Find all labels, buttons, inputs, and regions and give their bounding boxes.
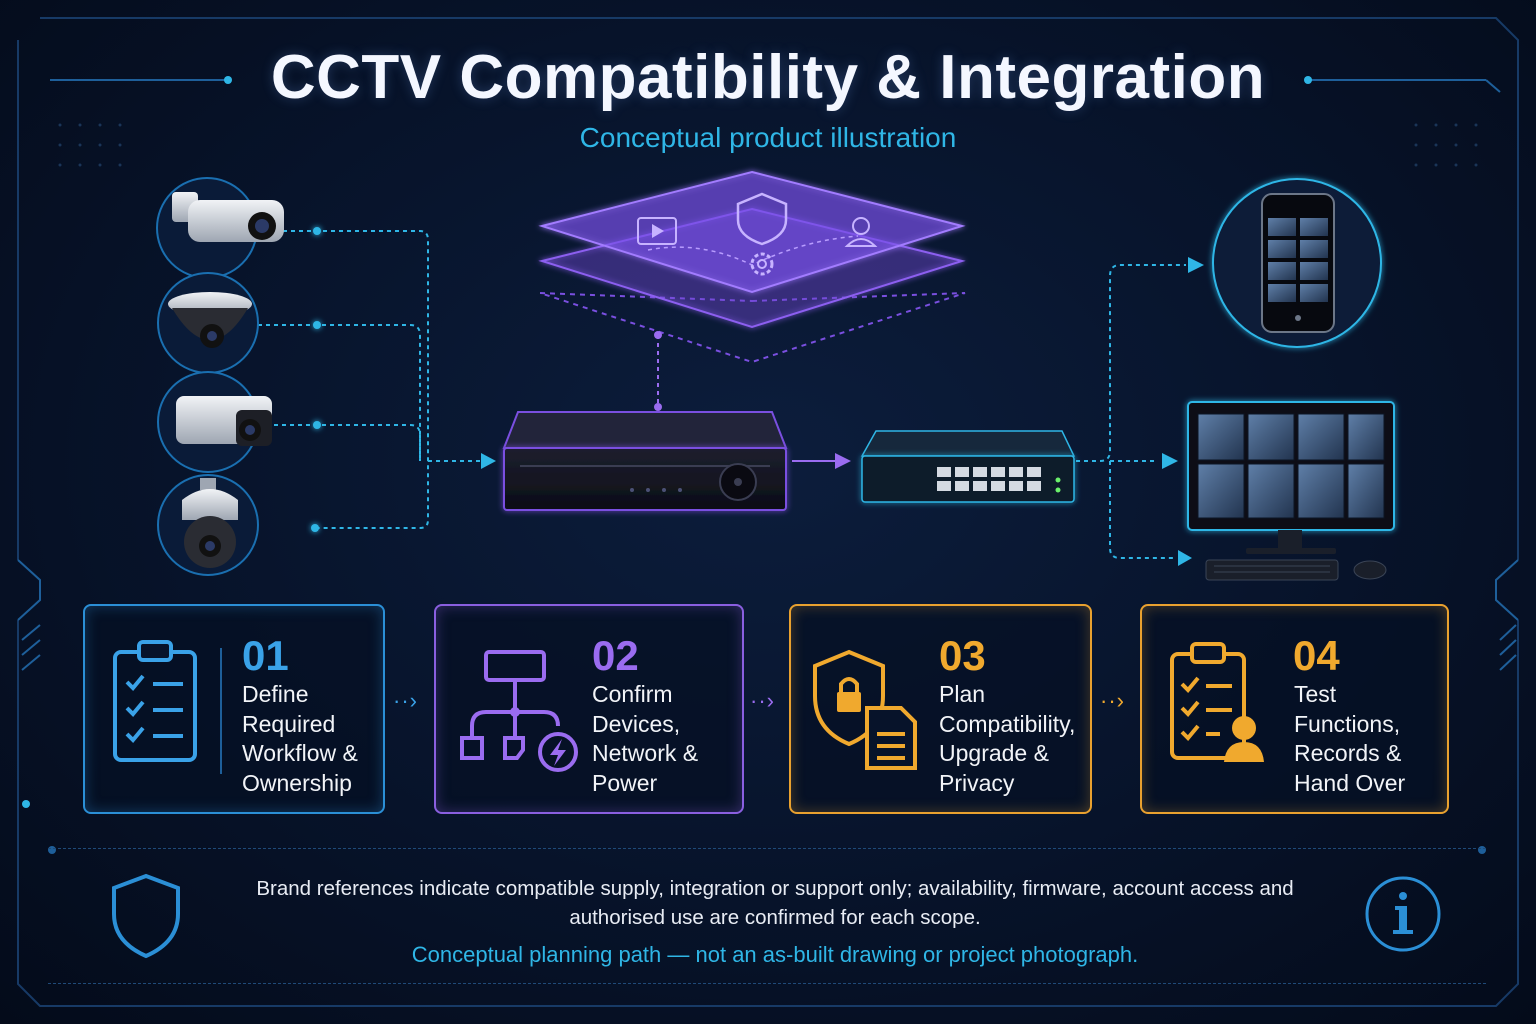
shield-icon bbox=[112, 873, 180, 959]
camera-bullet-icon bbox=[156, 177, 284, 279]
step-label: Define Required Workflow & Ownership bbox=[242, 681, 358, 796]
arrow-to-workstation bbox=[1178, 550, 1192, 566]
step-number: 01 bbox=[242, 632, 289, 679]
software-platform bbox=[538, 170, 966, 364]
video-icon bbox=[637, 217, 677, 245]
step-card-1: 01 Define Required Workflow & Ownership bbox=[83, 604, 385, 814]
page-subtitle: Conceptual product illustration bbox=[579, 122, 957, 153]
shield-lock-document-icon bbox=[813, 649, 917, 770]
page-title: CCTV Compatibility & Integration bbox=[270, 43, 1266, 112]
step-label: Plan Compatibility, Upgrade & Privacy bbox=[939, 681, 1076, 796]
step-number: 03 bbox=[939, 632, 986, 679]
info-icon bbox=[1365, 876, 1441, 952]
arrow-to-nvr bbox=[481, 453, 496, 469]
camera-dome-icon bbox=[157, 272, 259, 374]
step-label: Test Functions, Records & Hand Over bbox=[1294, 681, 1406, 796]
nvr-recorder-icon bbox=[502, 411, 788, 511]
step-card-2: 02 Confirm Devices, Network & Power bbox=[434, 604, 744, 814]
camera-links bbox=[258, 230, 480, 529]
monitor-workstation-icon bbox=[1187, 401, 1395, 581]
disclaimer-text: Conceptual planning path — not an as-bui… bbox=[411, 942, 1139, 967]
step-label: Confirm Devices, Network & Power bbox=[592, 681, 699, 796]
network-switch-icon bbox=[860, 430, 1076, 503]
mobile-app-icon bbox=[1212, 178, 1382, 348]
shield-icon bbox=[736, 192, 788, 246]
step-number: 04 bbox=[1293, 632, 1340, 679]
clipboard-checklist-icon bbox=[113, 640, 197, 762]
network-power-icon bbox=[460, 650, 578, 772]
camera-box-icon bbox=[157, 371, 272, 473]
user-icon bbox=[844, 217, 878, 247]
brand-note: Brand references indicate compatible sup… bbox=[256, 877, 1294, 929]
step-connector-1-icon: ··› bbox=[393, 688, 418, 713]
arrow-to-monitor bbox=[1162, 453, 1178, 469]
step-card-3: 03 Plan Compatibility, Upgrade & Privacy bbox=[789, 604, 1092, 814]
arrow-to-mobile bbox=[1188, 257, 1204, 273]
system-diagram bbox=[156, 170, 1395, 581]
footer-panel bbox=[48, 848, 1486, 984]
arrow-to-switch bbox=[835, 453, 851, 469]
step-number: 02 bbox=[592, 632, 639, 679]
gear-icon bbox=[750, 252, 774, 276]
clipboard-user-icon bbox=[1170, 642, 1264, 762]
step-connector-3-icon: ··› bbox=[1100, 688, 1125, 713]
step-connector-2-icon: ··› bbox=[750, 688, 775, 713]
step-card-4: 04 Test Functions, Records & Hand Over bbox=[1140, 604, 1449, 814]
camera-ptz-icon bbox=[157, 474, 259, 576]
